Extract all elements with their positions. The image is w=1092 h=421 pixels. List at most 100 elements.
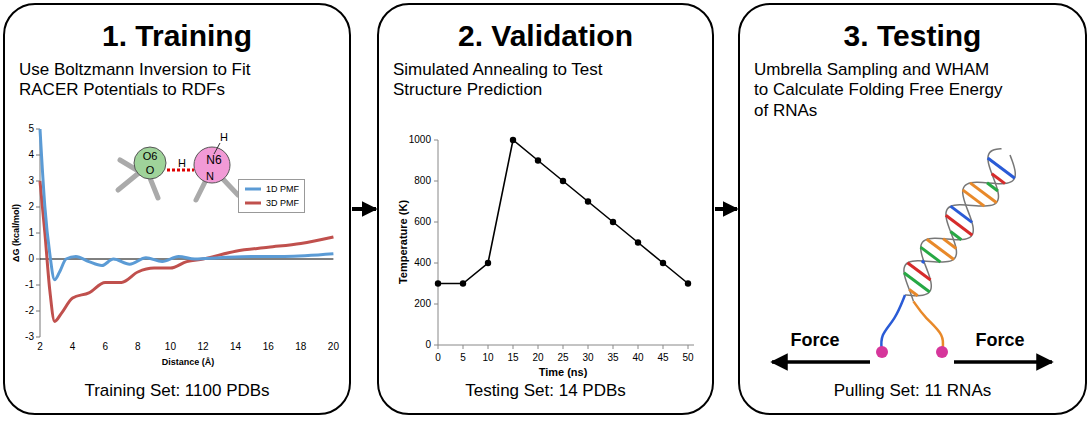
tick-label: -3 xyxy=(25,332,34,342)
atom-label: N xyxy=(206,171,214,182)
tick-label: -2 xyxy=(25,306,34,316)
tick-mark xyxy=(488,345,489,349)
bond-stick xyxy=(214,143,220,154)
base-pair xyxy=(987,183,998,191)
panel-title: 1. Training xyxy=(5,19,349,52)
panel-title: 2. Validation xyxy=(379,19,712,52)
tick-label: 10 xyxy=(165,342,176,352)
data-point xyxy=(635,239,641,245)
base-pair xyxy=(921,247,941,262)
data-point xyxy=(485,260,491,266)
tick-label: 2 xyxy=(37,342,43,352)
tick-mark xyxy=(36,207,40,208)
tick-label: 14 xyxy=(230,342,241,352)
validation-panel: 2. ValidationSimulated Annealing to Test… xyxy=(377,3,714,415)
tick-label: 5 xyxy=(460,353,466,363)
tick-label: 50 xyxy=(682,353,693,363)
axis-title: Temperature (K) xyxy=(398,200,409,284)
tick-mark xyxy=(36,155,40,156)
tick-mark xyxy=(563,345,564,349)
base-pair xyxy=(943,239,956,249)
tick-label: 40 xyxy=(632,353,643,363)
tick-label: 0 xyxy=(435,353,441,363)
tick-label: 1 xyxy=(28,228,34,238)
flow-arrow xyxy=(715,207,737,211)
tick-label: 3 xyxy=(28,176,34,186)
tick-mark xyxy=(36,259,40,260)
tick-mark xyxy=(588,345,589,349)
data-point xyxy=(560,178,566,184)
x-axis xyxy=(438,345,694,346)
tick-label: 12 xyxy=(197,342,208,352)
panel-description: Simulated Annealing to Test Structure Pr… xyxy=(379,60,633,101)
force-label: Force xyxy=(790,331,839,349)
tick-label: 45 xyxy=(657,353,668,363)
data-point xyxy=(510,137,516,143)
set-label: Pulling Set: 11 RNAs xyxy=(740,381,1085,401)
atom-label: H xyxy=(178,158,186,169)
rna-tail xyxy=(913,301,943,352)
tick-label: 800 xyxy=(414,176,431,186)
tick-label: 20 xyxy=(532,353,543,363)
legend-entry: 3D PMF xyxy=(244,196,299,210)
data-point xyxy=(535,157,541,163)
hydrogen-bond xyxy=(167,169,194,172)
tick-label: 0 xyxy=(28,254,34,264)
tick-label: 15 xyxy=(507,353,518,363)
axis-title: Distance (Å) xyxy=(162,358,215,367)
rna-backbone xyxy=(904,149,1002,302)
tick-mark xyxy=(36,285,40,286)
tick-mark xyxy=(538,345,539,349)
tick-label: 25 xyxy=(557,353,568,363)
bond-stick xyxy=(196,182,205,200)
tick-mark xyxy=(434,263,438,264)
y-axis xyxy=(438,140,439,345)
temperature-line xyxy=(438,140,688,284)
tick-label: 10 xyxy=(482,353,493,363)
data-point xyxy=(460,280,466,286)
tick-label: 5 xyxy=(28,124,34,134)
tick-mark xyxy=(434,222,438,223)
tick-mark xyxy=(434,140,438,141)
tick-mark xyxy=(434,304,438,305)
base-pair xyxy=(909,289,917,295)
base-pair xyxy=(950,206,972,222)
chart-legend: 1D PMF 3D PMF xyxy=(238,179,305,213)
tick-mark xyxy=(613,345,614,349)
tick-mark xyxy=(663,345,664,349)
tick-label: 20 xyxy=(328,342,339,352)
tick-label: 200 xyxy=(414,299,431,309)
tick-label: 0 xyxy=(425,340,431,350)
base-pair xyxy=(992,174,1005,184)
rna-tail xyxy=(881,295,905,352)
atom-label: N6 xyxy=(206,154,221,166)
flow-arrow xyxy=(352,207,376,211)
pmf-curve xyxy=(40,181,333,321)
testing-panel: 3. TestingUmbrella Sampling and WHAM to … xyxy=(738,3,1087,415)
data-point xyxy=(685,280,691,286)
tick-label: 400 xyxy=(414,258,431,268)
legend-entry: 1D PMF xyxy=(244,182,299,196)
tick-label: 6 xyxy=(102,342,108,352)
legend-text: 1D PMF xyxy=(266,184,299,194)
tick-label: 4 xyxy=(70,342,76,352)
pulling-bead xyxy=(876,346,888,358)
data-point xyxy=(435,280,441,286)
rna-structure xyxy=(876,149,1015,358)
set-label: Testing Set: 14 PDBs xyxy=(379,381,712,401)
base-pair xyxy=(988,158,1015,178)
legend-text: 3D PMF xyxy=(266,198,299,208)
bond-stick xyxy=(118,172,140,190)
tick-label: 2 xyxy=(28,202,34,212)
axis-title: Time (ns) xyxy=(539,367,588,378)
axis-title: ΔG (kcal/mol) xyxy=(12,204,21,262)
bond-stick xyxy=(222,178,238,195)
legend-line xyxy=(244,199,262,207)
atom-label: O6 xyxy=(143,151,158,162)
tick-label: 35 xyxy=(607,353,618,363)
atom-label: H xyxy=(220,132,228,143)
tick-mark xyxy=(688,345,689,349)
data-point xyxy=(585,198,591,204)
panel-description: Use Boltzmann Inversion to Fit RACER Pot… xyxy=(5,60,269,101)
tick-mark xyxy=(438,345,439,349)
